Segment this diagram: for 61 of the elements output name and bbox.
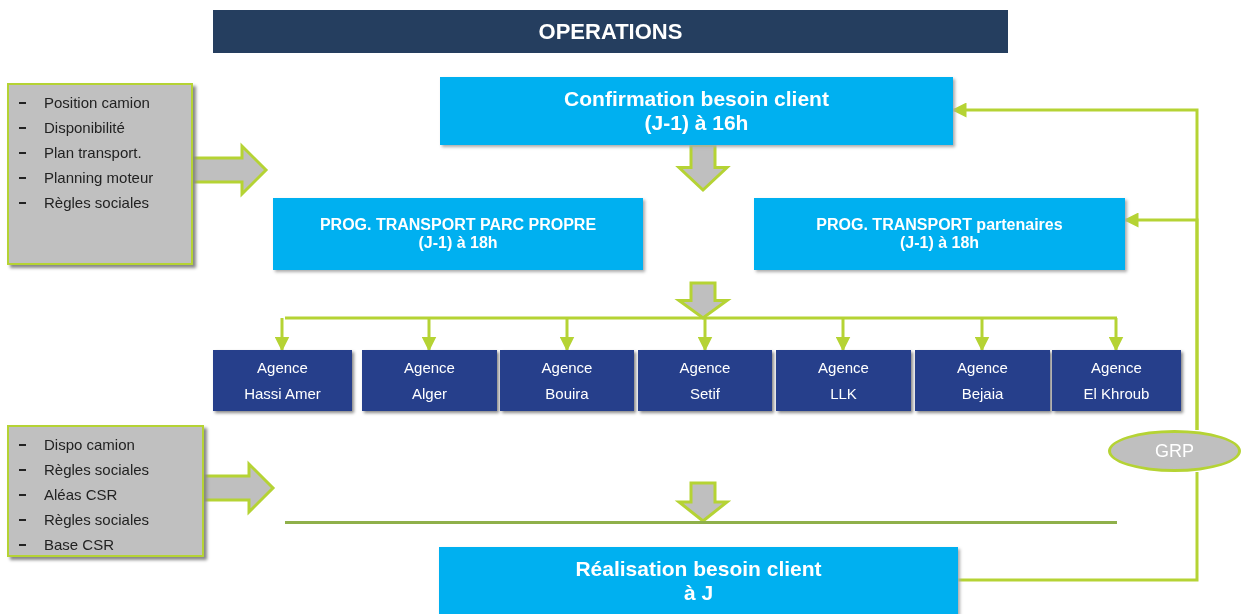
- agency-text: Agence: [257, 357, 308, 378]
- agency-box: [362, 350, 497, 411]
- agency-box: [915, 350, 1050, 411]
- box-text: Réalisation besoin client: [575, 556, 822, 581]
- agency-text: Agence: [679, 357, 731, 378]
- agency-box: [1052, 350, 1181, 411]
- agency-text: Agence: [957, 357, 1008, 378]
- agency-text: Hassi Amer: [244, 383, 321, 404]
- box-text: à J: [683, 580, 714, 605]
- list-item: Planning moteur: [44, 168, 154, 188]
- box-text: (J-1) à 18h: [418, 234, 498, 252]
- arrow: [835, 318, 851, 352]
- process-box: [273, 198, 643, 270]
- input-list-box: [7, 83, 193, 265]
- list-item: Aléas CSR: [44, 485, 118, 505]
- block-arrow: [675, 143, 731, 193]
- box-text: (J-1) à 16h: [644, 111, 749, 135]
- list-item: Règles sociales: [44, 510, 150, 530]
- arrow: [559, 318, 575, 352]
- agency-text: Agence: [541, 357, 593, 378]
- agency-text: Agence: [1091, 357, 1142, 378]
- agency-box: [500, 350, 634, 411]
- ellipse-label: GRP: [1155, 440, 1194, 462]
- agency-text: Agence: [404, 357, 455, 378]
- agency-text: Alger: [412, 383, 447, 404]
- arrow: [697, 318, 713, 352]
- distribution-arrow: [285, 281, 1117, 320]
- title-banner: OPERATIONS: [213, 10, 1008, 53]
- block-arrow: [674, 481, 732, 523]
- box-text: (J-1) à 18h: [899, 234, 980, 252]
- block-arrow: [191, 142, 269, 198]
- process-box: [754, 198, 1125, 270]
- box-text: Confirmation besoin client: [564, 87, 829, 111]
- list-item: Règles sociales: [44, 193, 150, 213]
- arrow: [974, 318, 990, 352]
- box-text: PROG. TRANSPORT PARC PROPRE: [319, 216, 597, 234]
- list-item: Plan transport.: [44, 143, 142, 163]
- agency-box: [776, 350, 911, 411]
- agency-text: El Khroub: [1083, 383, 1150, 404]
- process-box: [439, 547, 958, 614]
- box-text: PROG. TRANSPORT partenaires: [816, 216, 1063, 234]
- arrow: [274, 318, 290, 352]
- arrow: [1108, 318, 1124, 352]
- connector-line: [958, 472, 1199, 582]
- agency-text: Agence: [818, 357, 869, 378]
- list-item: Base CSR: [44, 535, 115, 555]
- arrow: [421, 318, 437, 352]
- agency-box: [638, 350, 772, 411]
- input-list-box: [7, 425, 204, 557]
- agency-text: Setif: [690, 383, 720, 404]
- agency-text: Bejaia: [961, 383, 1004, 404]
- list-item: Position camion: [44, 93, 150, 113]
- agency-box: [213, 350, 352, 411]
- process-box: [440, 77, 953, 145]
- list-item: Règles sociales: [44, 460, 150, 480]
- agency-text: Bouira: [545, 383, 589, 404]
- list-item: Disponibilité: [44, 118, 125, 138]
- list-item: Dispo camion: [44, 435, 135, 455]
- agency-text: LLK: [830, 383, 857, 404]
- divider-bar: [285, 521, 1117, 524]
- block-arrow: [202, 460, 276, 516]
